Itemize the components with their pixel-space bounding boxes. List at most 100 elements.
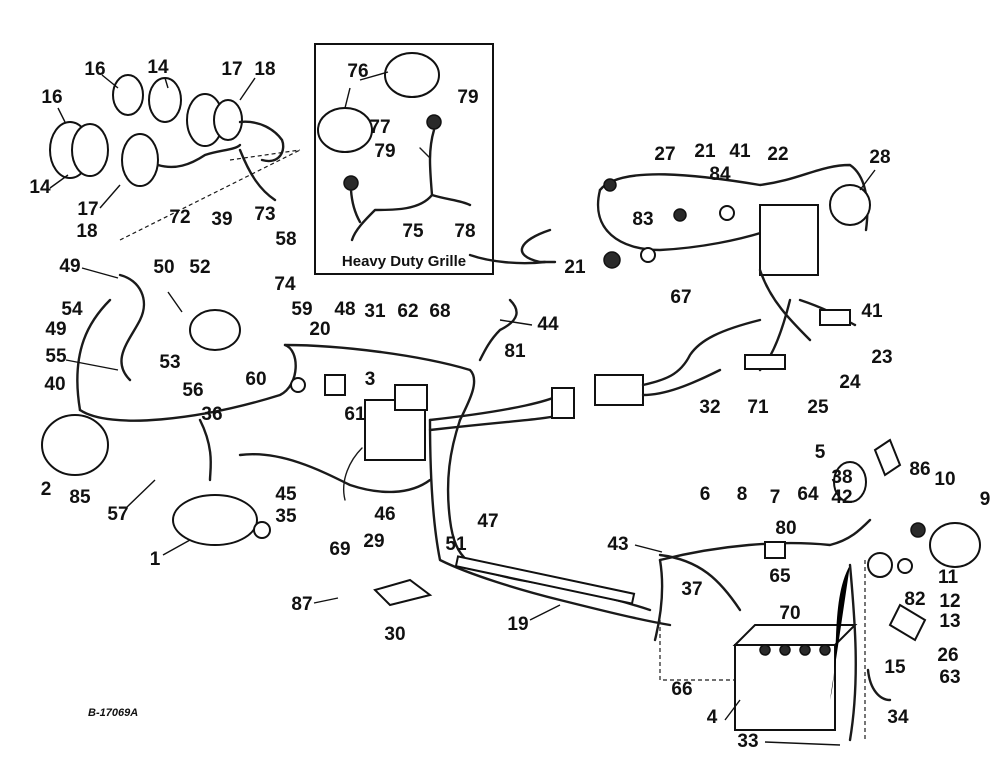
callout-4: 4 [707,707,718,728]
starting-motor [172,494,258,546]
callout-82: 82 [904,589,925,610]
rear-lamp [929,522,981,568]
callout-31: 31 [364,301,386,322]
callout-58: 58 [275,229,296,250]
callout-73: 73 [254,204,275,225]
callout-39: 39 [211,209,232,230]
callout-1: 1 [150,549,161,570]
headlight-assemblies [49,74,301,241]
callout-25: 25 [807,397,829,418]
callout-60: 60 [245,369,266,390]
callout-83: 83 [632,209,653,230]
crossbar [454,555,636,605]
grille-lamp-upper [384,52,440,98]
callout-71: 71 [747,397,769,418]
callout-41: 41 [729,141,751,162]
callout-66: 66 [671,679,692,700]
callout-86: 86 [909,459,930,480]
callout-2: 2 [41,479,52,500]
callout-44: 44 [537,314,559,335]
callout-61: 61 [344,404,366,425]
callout-18: 18 [254,59,275,80]
leader-lines [49,74,876,746]
callout-22: 22 [767,144,788,165]
callout-76: 76 [347,61,368,82]
callout-9: 9 [980,489,991,510]
callout-54: 54 [61,299,83,320]
callout-49: 49 [45,319,66,340]
fuse-block [759,204,819,276]
grille-socket-lower [343,175,359,191]
callout-42: 42 [831,487,852,508]
callout-52: 52 [189,257,210,278]
callout-57: 57 [107,504,128,525]
callout-77: 77 [369,117,390,138]
callout-62: 62 [397,301,418,322]
callout-55: 55 [45,346,67,367]
callout-84: 84 [709,164,731,185]
callout-64: 64 [797,484,819,505]
callout-53: 53 [159,352,180,373]
callout-85: 85 [69,487,91,508]
callout-24: 24 [839,372,861,393]
callout-3: 3 [365,369,376,390]
callout-37: 37 [681,579,702,600]
callout-79: 79 [457,87,478,108]
callout-79: 79 [374,141,395,162]
callout-43: 43 [607,534,628,555]
callout-7: 7 [770,487,781,508]
callout-50: 50 [153,257,174,278]
callout-72: 72 [169,207,190,228]
callout-70: 70 [779,603,800,624]
callout-21: 21 [564,257,586,278]
callout-15: 15 [884,657,906,678]
inset-caption: Heavy Duty Grille [342,253,466,270]
callout-23: 23 [871,347,892,368]
callout-26: 26 [937,645,958,666]
callout-19: 19 [507,614,528,635]
callout-87: 87 [291,594,312,615]
callout-75: 75 [402,221,424,242]
callout-68: 68 [429,301,450,322]
callout-8: 8 [737,484,748,505]
callout-17: 17 [77,199,98,220]
callout-12: 12 [939,591,960,612]
callout-6: 6 [700,484,711,505]
callout-32: 32 [699,397,720,418]
distributor [189,309,241,351]
callout-28: 28 [869,147,890,168]
callout-5: 5 [815,442,826,463]
callout-78: 78 [454,221,475,242]
callout-45: 45 [275,484,297,505]
callout-51: 51 [445,534,467,555]
callout-33: 33 [737,731,758,752]
components [41,309,981,742]
instrument-cluster [468,163,871,406]
ignition-switch [829,184,871,226]
callout-18: 18 [76,221,97,242]
callout-47: 47 [477,511,498,532]
callout-36: 36 [201,404,222,425]
grille-lamp-lower [317,107,373,153]
callout-56: 56 [182,380,203,401]
callout-35: 35 [275,506,297,527]
callout-69: 69 [329,539,350,560]
callout-16: 16 [41,87,62,108]
callout-49: 49 [59,256,80,277]
callout-65: 65 [769,566,791,587]
callout-67: 67 [670,287,691,308]
drawing-code: B-17069A [88,707,138,719]
callout-14: 14 [147,57,169,78]
connector-plug [594,374,644,406]
callout-34: 34 [887,707,909,728]
callout-38: 38 [831,467,852,488]
callout-20: 20 [309,319,330,340]
heavy-duty-grille-inset: Heavy Duty Grille [314,43,494,275]
callout-27: 27 [654,144,675,165]
callout-17: 17 [221,59,242,80]
generator [41,414,109,476]
callout-80: 80 [775,518,796,539]
callout-30: 30 [384,624,405,645]
callout-29: 29 [363,531,384,552]
